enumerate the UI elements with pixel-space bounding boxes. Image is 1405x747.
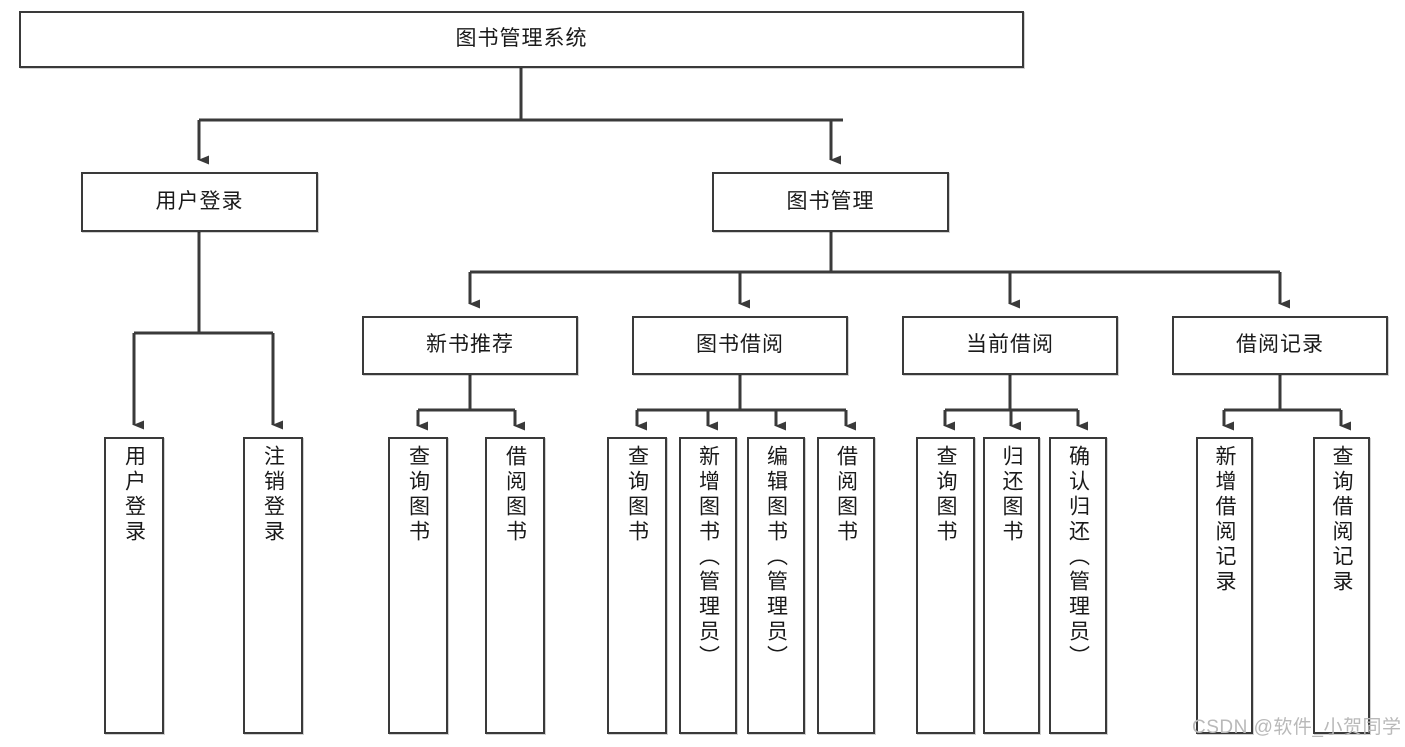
node-book-borrow[interactable]: 图书借阅	[632, 316, 848, 375]
leaf-node[interactable]: 新增借阅记录	[1196, 437, 1253, 734]
leaf-node[interactable]: 查询图书	[607, 437, 667, 734]
leaf-node[interactable]: 查询图书	[916, 437, 975, 734]
leaf-node[interactable]: 用户登录	[104, 437, 164, 734]
leaf-node[interactable]: 注销登录	[243, 437, 303, 734]
leaf-node[interactable]: 借阅图书	[485, 437, 545, 734]
node-user-login[interactable]: 用户登录	[81, 172, 318, 232]
leaf-node-label: 编辑图书（管理员）	[764, 445, 788, 670]
leaf-node-label: 查询图书	[625, 445, 649, 545]
leaf-node[interactable]: 确认归还（管理员）	[1049, 437, 1107, 734]
node-current-borrow-label: 当前借阅	[966, 333, 1054, 357]
leaf-node[interactable]: 查询借阅记录	[1313, 437, 1370, 734]
leaf-node-label: 查询借阅记录	[1330, 445, 1353, 595]
leaf-node-label: 查询图书	[406, 445, 430, 545]
node-borrow-record[interactable]: 借阅记录	[1172, 316, 1388, 375]
leaf-node[interactable]: 归还图书	[983, 437, 1040, 734]
leaf-node-label: 借阅图书	[503, 445, 527, 545]
leaf-node[interactable]: 新增图书（管理员）	[679, 437, 737, 734]
leaf-node-label: 确认归还（管理员）	[1066, 445, 1090, 670]
node-root-label: 图书管理系统	[455, 27, 588, 51]
leaf-node-label: 新增借阅记录	[1213, 445, 1236, 595]
node-book-management[interactable]: 图书管理	[712, 172, 949, 232]
node-book-management-label: 图书管理	[786, 189, 875, 213]
leaf-node-label: 归还图书	[1000, 445, 1023, 545]
leaf-node[interactable]: 查询图书	[388, 437, 448, 734]
leaf-node[interactable]: 编辑图书（管理员）	[747, 437, 805, 734]
node-borrow-record-label: 借阅记录	[1236, 333, 1324, 357]
leaf-node-label: 借阅图书	[834, 445, 858, 545]
leaf-node-label: 用户登录	[122, 445, 146, 545]
node-root[interactable]: 图书管理系统	[19, 11, 1024, 68]
node-new-book-recommend[interactable]: 新书推荐	[362, 316, 578, 375]
node-user-login-label: 用户登录	[155, 189, 244, 213]
node-new-book-recommend-label: 新书推荐	[426, 333, 514, 357]
leaf-node[interactable]: 借阅图书	[817, 437, 875, 734]
leaf-node-label: 查询图书	[934, 445, 957, 545]
node-current-borrow[interactable]: 当前借阅	[902, 316, 1118, 375]
leaf-node-label: 注销登录	[261, 445, 285, 545]
watermark: CSDN @软件_小贺同学	[1192, 717, 1402, 738]
leaf-node-label: 新增图书（管理员）	[696, 445, 720, 670]
node-book-borrow-label: 图书借阅	[696, 333, 784, 357]
